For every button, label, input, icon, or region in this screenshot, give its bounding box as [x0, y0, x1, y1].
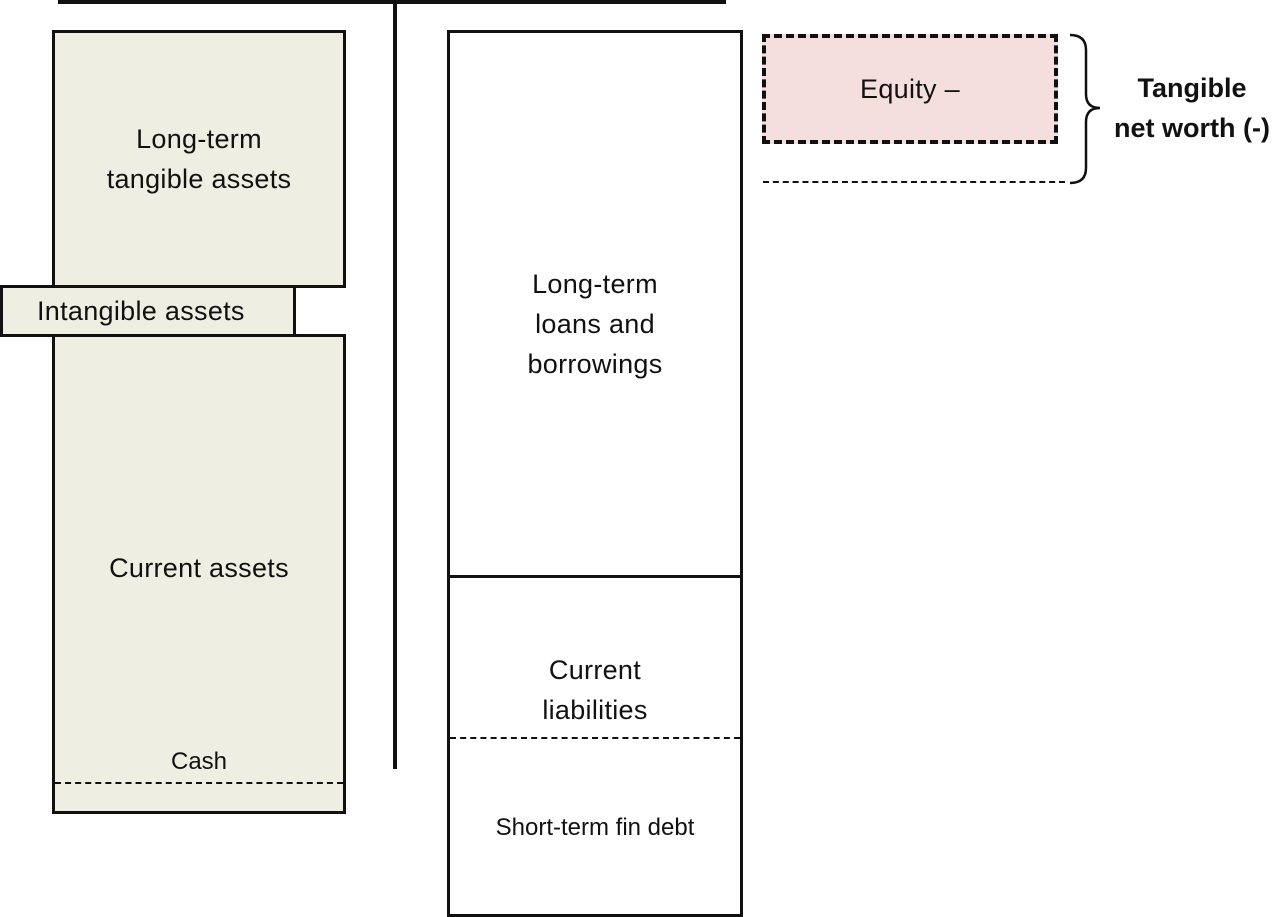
long-term-loans-box: Long-term loans and borrowings [447, 30, 743, 578]
cash-divider [55, 782, 343, 784]
t-account-spine [393, 0, 397, 769]
cash-label: Cash [170, 748, 228, 775]
short-term-fin-debt-label: Short-term fin debt [495, 814, 695, 841]
equity-box: Equity – [762, 34, 1058, 144]
tangible-net-worth-label: Tangible net worth (-) [1114, 73, 1270, 143]
intangible-assets-label: Intangible assets [37, 296, 245, 326]
current-liabilities-label: Current liabilities [542, 655, 648, 725]
equity-baseline [763, 181, 1065, 183]
long-term-tangible-assets-box: Long-term tangible assets [52, 30, 346, 288]
equity-label: Equity – [860, 74, 960, 104]
intangible-assets-box: Intangible assets [0, 285, 296, 337]
short-term-debt-divider [450, 737, 740, 739]
current-liabilities-box: Current liabilities [447, 575, 743, 917]
t-account-top-bar [58, 0, 726, 4]
long-term-tangible-assets-label: Long-term tangible assets [106, 124, 292, 194]
current-assets-box: Current assets [52, 334, 346, 814]
long-term-loans-label: Long-term loans and borrowings [527, 269, 663, 379]
current-assets-label: Current assets [109, 553, 289, 583]
curly-bracket-icon [1069, 33, 1101, 185]
